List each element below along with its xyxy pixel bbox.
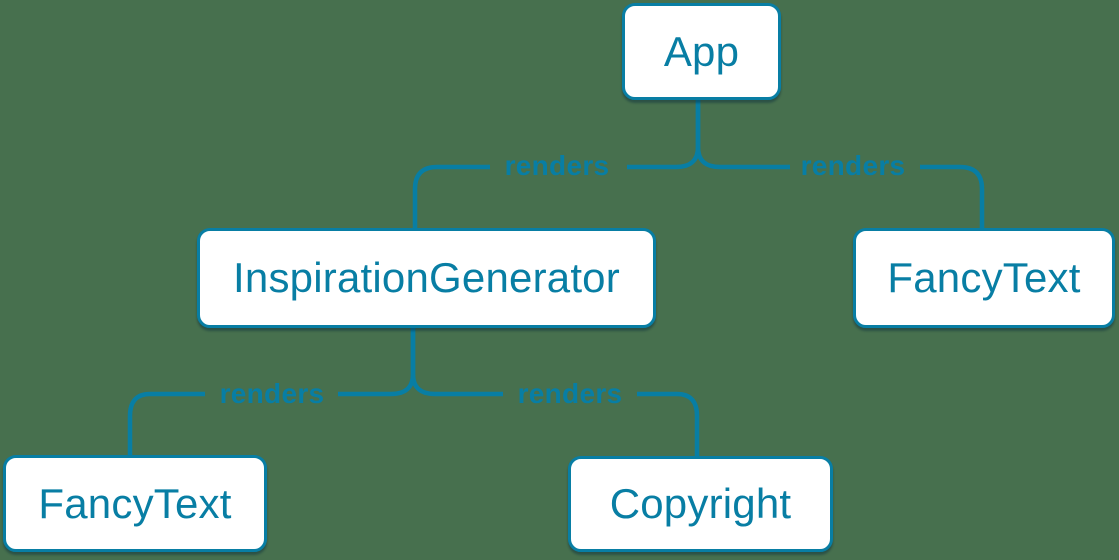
node-app: App [622,3,781,100]
node-fancy-text-bottom-label: FancyText [38,479,232,527]
edge-label-renders-inspirationgenerator-fancytext: renders [219,378,325,409]
edge-inspirationgenerator-to-copyright [410,328,700,457]
edge-segment [627,100,701,170]
edge-app-to-fancytext [695,100,985,229]
edge-segment [338,328,416,397]
edge-label-renders-app-fancytext: renders [800,150,906,181]
edge-label-renders-app-inspirationgenerator: renders [504,150,610,181]
node-inspiration-generator: InspirationGenerator [197,228,656,328]
edge-segment [920,164,985,229]
node-app-label: App [663,27,740,75]
node-fancy-text-top: FancyText [853,228,1115,328]
edge-segment [410,328,503,397]
node-inspiration-generator-label: InspirationGenerator [233,254,620,301]
edge-segment [127,391,205,456]
edge-segment [637,391,700,457]
node-copyright: Copyright [568,456,833,552]
edge-label-renders-inspirationgenerator-copyright: renders [517,378,623,409]
node-fancy-text-bottom: FancyText [3,455,267,552]
edge-segment [695,100,790,170]
edge-segment [412,164,490,229]
node-fancy-text-top-label: FancyText [887,254,1081,301]
node-copyright-label: Copyright [609,480,792,527]
